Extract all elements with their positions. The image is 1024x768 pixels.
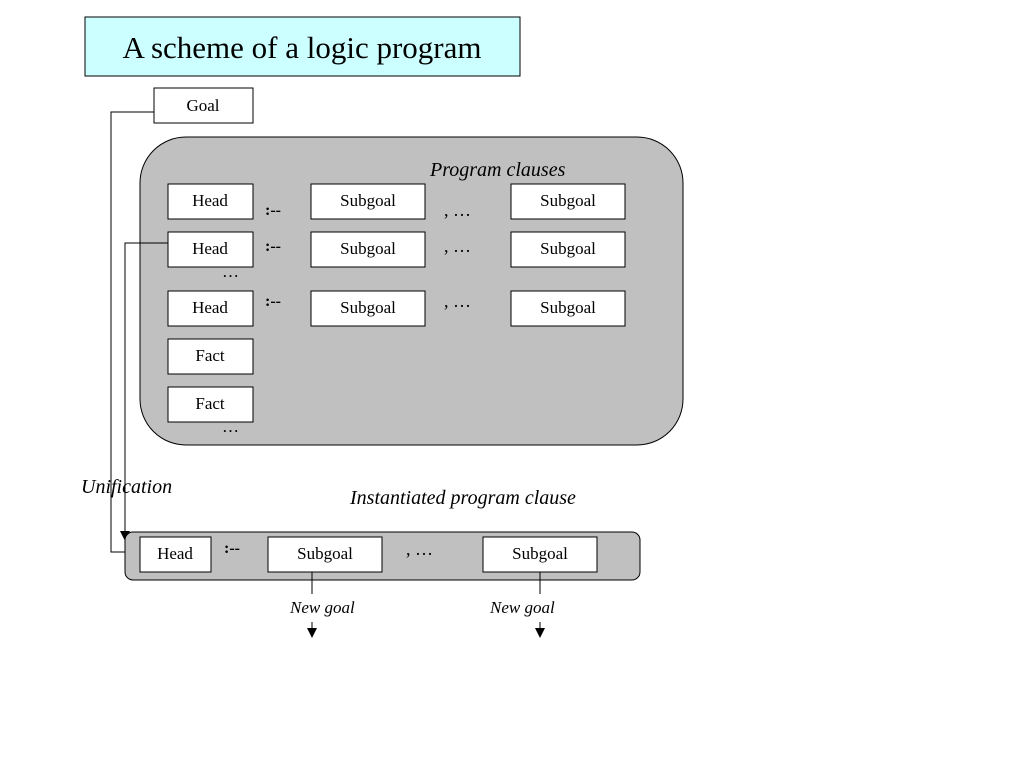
new-goal-output: New goal <box>289 572 355 638</box>
head-box <box>139 536 212 573</box>
subgoal-label: Subgoal <box>540 191 596 210</box>
fact-node: Fact <box>167 386 254 423</box>
goal-box <box>153 87 254 124</box>
subgoal-box <box>310 290 426 327</box>
fact-box <box>167 386 254 423</box>
new-goal-label: New goal <box>489 598 555 617</box>
fact-label: Fact <box>195 346 225 365</box>
program-clauses-label: Program clauses <box>429 159 566 181</box>
new-goal-label: New goal <box>289 598 355 617</box>
goal-node: Goal <box>153 87 254 124</box>
clause-row: Head :-- Subgoal , … Subgoal <box>167 231 626 268</box>
ellipsis: … <box>222 262 239 281</box>
goal-label: Goal <box>186 96 219 115</box>
subgoal-label: Subgoal <box>340 239 396 258</box>
subgoal-label: Subgoal <box>297 544 353 563</box>
subgoal-box <box>510 183 626 220</box>
neck-operator: :-- <box>265 238 281 255</box>
head-label: Head <box>192 239 228 258</box>
subgoal-box <box>267 536 383 573</box>
fact-box <box>167 338 254 375</box>
subgoal-label: Subgoal <box>540 239 596 258</box>
head-box <box>167 183 254 220</box>
goal-connector-line <box>110 111 154 553</box>
instantiated-clause: Head :-- Subgoal , … Subgoal <box>124 531 641 581</box>
instantiated-clause-label: Instantiated program clause <box>349 487 576 509</box>
arrow-down-icon <box>307 628 317 638</box>
subgoal-label: Subgoal <box>512 544 568 563</box>
subgoal-label: Subgoal <box>340 191 396 210</box>
separator: , … <box>406 539 433 559</box>
title-background <box>84 16 521 77</box>
arrow-down-icon <box>120 531 130 541</box>
arrow-down-icon <box>535 628 545 638</box>
subgoal-box <box>310 231 426 268</box>
neck-operator: :-- <box>224 540 240 557</box>
head-label: Head <box>192 191 228 210</box>
page-title: A scheme of a logic program <box>123 30 482 65</box>
separator: , … <box>444 291 471 311</box>
clause-connector-line <box>124 242 168 531</box>
head-box <box>167 290 254 327</box>
fact-node: Fact <box>167 338 254 375</box>
unification-label: Unification <box>81 476 172 498</box>
head-box <box>167 231 254 268</box>
new-goal-output: New goal <box>489 572 555 638</box>
subgoal-box <box>310 183 426 220</box>
head-label: Head <box>192 298 228 317</box>
subgoal-label: Subgoal <box>540 298 596 317</box>
separator: , … <box>444 236 471 256</box>
clause-row: Head :-- Subgoal , … Subgoal <box>167 183 626 220</box>
head-label: Head <box>157 544 193 563</box>
program-clauses-panel: Program clauses Head :-- Subgoal , … Sub… <box>139 136 684 446</box>
neck-operator: :-- <box>265 202 281 219</box>
separator: , … <box>444 200 471 220</box>
fact-label: Fact <box>195 394 225 413</box>
subgoal-box <box>510 231 626 268</box>
subgoal-box <box>510 290 626 327</box>
ellipsis: … <box>222 417 239 436</box>
title-box: A scheme of a logic program <box>84 16 521 77</box>
clause-connector <box>120 242 168 541</box>
neck-operator: :-- <box>265 293 281 310</box>
subgoal-label: Subgoal <box>340 298 396 317</box>
clause-row: Head :-- Subgoal , … Subgoal <box>167 290 626 327</box>
